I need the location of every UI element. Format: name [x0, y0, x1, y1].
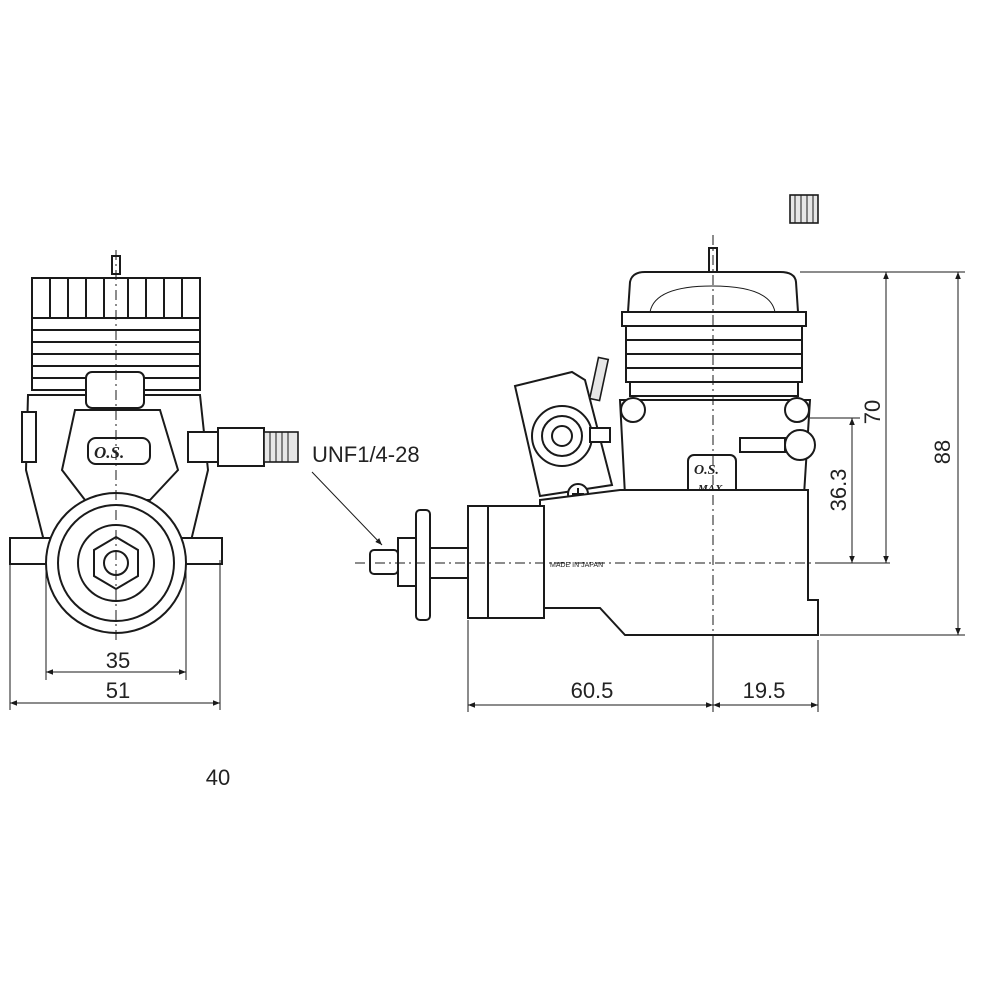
front-logo: O.S.	[94, 443, 124, 462]
glow-plug-part	[789, 194, 819, 224]
dim-front-outer-width: 51	[106, 678, 130, 703]
side-crankshaft-thread	[369, 549, 399, 575]
dim-height-total: 88	[930, 440, 955, 464]
dim-height-upper: 70	[860, 400, 885, 424]
dim-side-length-front: 60.5	[571, 678, 614, 703]
thread-label: UNF1/4-28	[312, 442, 420, 467]
front-view: O.S.	[9, 250, 299, 640]
side-dimensions: 60.5 19.5 36.3 70 88	[467, 271, 965, 712]
side-drive-washer	[415, 509, 431, 621]
side-logo-1: O.S.	[694, 463, 719, 478]
side-prop-nut	[397, 537, 417, 587]
dim-front-inner-width: 35	[106, 648, 130, 673]
front-needle-valve	[187, 427, 299, 467]
side-view: O.S. MAX FX MADE IN JAPAN	[355, 194, 835, 660]
dim-height-shaft: 36.3	[826, 469, 851, 512]
dim-side-length-rear: 19.5	[743, 678, 786, 703]
side-cylinder-fins	[621, 311, 807, 397]
thread-leader	[311, 471, 383, 546]
side-front-housing	[467, 505, 545, 619]
side-head	[626, 271, 800, 313]
made-in-label: MADE IN JAPAN	[550, 562, 603, 569]
front-dimensions: 35 51	[9, 560, 221, 710]
front-prop-nut	[93, 535, 139, 591]
dim-extra: 40	[206, 765, 230, 790]
